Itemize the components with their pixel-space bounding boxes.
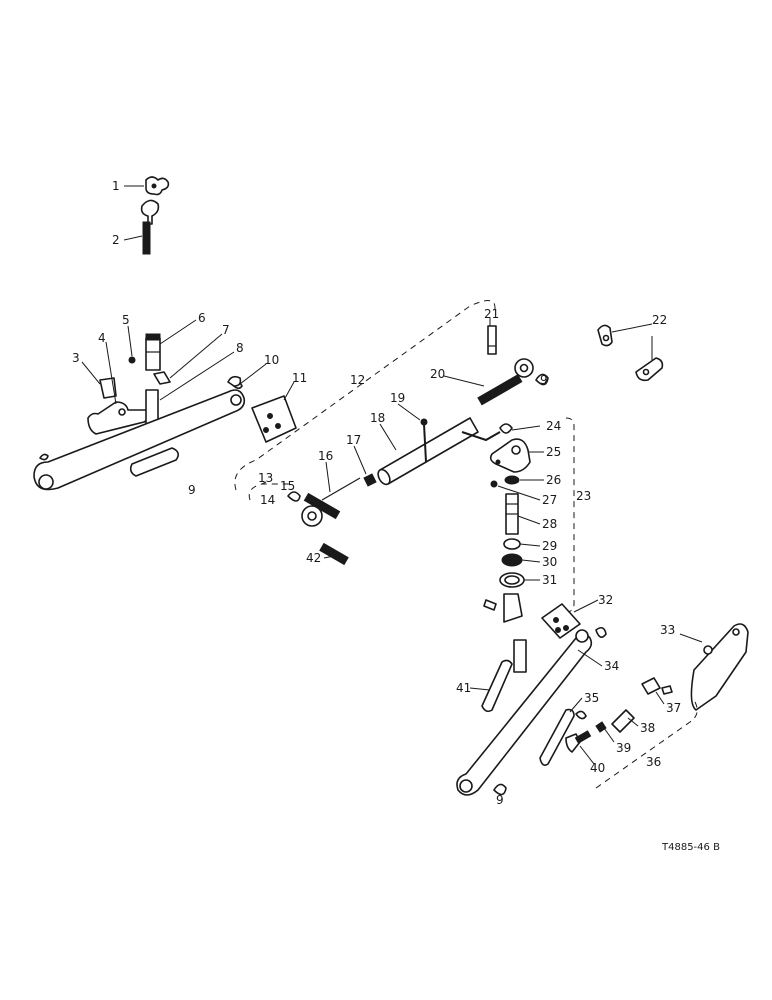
part-35-lever — [539, 708, 587, 766]
part-6-sleeve — [145, 333, 161, 371]
label-21: 21 — [484, 307, 499, 321]
part-30-spring — [501, 553, 523, 567]
part-41-bracket — [481, 639, 527, 713]
label-25: 25 — [546, 445, 561, 459]
label-18: 18 — [370, 411, 385, 425]
label-36: 36 — [646, 755, 661, 769]
part-39-spring — [595, 721, 607, 733]
label-27: 27 — [542, 493, 557, 507]
part-25-housing — [489, 438, 531, 473]
part-15-clip — [287, 491, 301, 502]
part-9-lower-link-left — [33, 379, 246, 491]
part-29-washer — [503, 538, 521, 550]
part-2-eye-bolt — [140, 199, 160, 255]
label-11: 11 — [292, 371, 307, 385]
leader-lines — [81, 185, 703, 765]
group-12-bracket — [234, 300, 496, 491]
part-27-ball — [490, 480, 498, 488]
part-37-pin — [641, 677, 673, 695]
label-15: 15 — [280, 479, 295, 493]
label-12: 12 — [350, 373, 365, 387]
group-13-bracket — [248, 483, 292, 501]
label-20: 20 — [430, 367, 445, 381]
label-34: 34 — [604, 659, 619, 673]
label-39: 39 — [616, 741, 631, 755]
label-10: 10 — [264, 353, 279, 367]
part-24-handle — [461, 423, 513, 442]
part-18-tube — [377, 417, 479, 486]
label-13: 13 — [258, 471, 273, 485]
part-16-threaded-rod — [301, 477, 361, 527]
label-37: 37 — [666, 701, 681, 715]
label-9c: 9 — [496, 793, 504, 807]
part-10-ring — [227, 375, 242, 387]
part-5-nut — [128, 356, 136, 364]
label-35: 35 — [584, 691, 599, 705]
callout-labels: 1 2 3 4 5 6 7 8 9 10 11 12 13 14 15 16 1… — [72, 179, 681, 807]
label-24: 24 — [546, 419, 561, 433]
part-31-ring — [499, 572, 525, 588]
part-8-pin — [145, 389, 159, 425]
label-26: 26 — [546, 473, 561, 487]
part-34-lower-link-right — [456, 626, 607, 796]
part-9-clip-bottom — [493, 783, 507, 796]
group-36-bracket — [595, 699, 698, 789]
label-16: 16 — [318, 449, 333, 463]
label-4: 4 — [98, 331, 106, 345]
part-22-brackets — [597, 324, 664, 382]
part-42-pin — [319, 542, 349, 566]
label-29: 29 — [542, 539, 557, 553]
label-8: 8 — [236, 341, 244, 355]
part-7-bolt — [153, 371, 171, 385]
label-42: 42 — [306, 551, 321, 565]
label-6: 6 — [198, 311, 206, 325]
label-17: 17 — [346, 433, 361, 447]
part-32-plate — [541, 603, 581, 639]
part-26-seal — [504, 475, 520, 485]
part-1-wing-nut — [145, 176, 170, 196]
reference-code: T4885-46 B — [661, 842, 720, 853]
label-31: 31 — [542, 573, 557, 587]
label-3: 3 — [72, 351, 80, 365]
part-valve-body — [483, 593, 523, 623]
label-14: 14 — [260, 493, 275, 507]
label-41: 41 — [456, 681, 471, 695]
label-23: 23 — [576, 489, 591, 503]
label-2: 2 — [112, 233, 120, 247]
label-19: 19 — [390, 391, 405, 405]
part-9-clip-top — [535, 373, 549, 386]
label-33: 33 — [660, 623, 675, 637]
label-38: 38 — [640, 721, 655, 735]
part-21-pin — [487, 325, 497, 355]
label-9b: 9 — [540, 373, 548, 387]
part-3-pin — [99, 377, 117, 399]
part-19-handle — [420, 418, 428, 463]
group-23-bracket — [565, 417, 575, 613]
part-33-bracket — [690, 623, 749, 711]
label-5: 5 — [122, 313, 130, 327]
label-40: 40 — [590, 761, 605, 775]
part-17-nut — [363, 473, 377, 487]
part-20-threaded-end — [477, 358, 534, 406]
label-32: 32 — [598, 593, 613, 607]
part-11-plate — [251, 395, 297, 443]
label-28: 28 — [542, 517, 557, 531]
label-1: 1 — [112, 179, 120, 193]
part-4-bracket — [87, 401, 151, 435]
label-22: 22 — [652, 313, 667, 327]
part-38-sleeve — [611, 709, 635, 733]
part-40-bolt — [565, 730, 592, 753]
label-30: 30 — [542, 555, 557, 569]
part-28-stem — [505, 493, 519, 535]
label-9: 9 — [188, 483, 196, 497]
label-7: 7 — [222, 323, 230, 337]
